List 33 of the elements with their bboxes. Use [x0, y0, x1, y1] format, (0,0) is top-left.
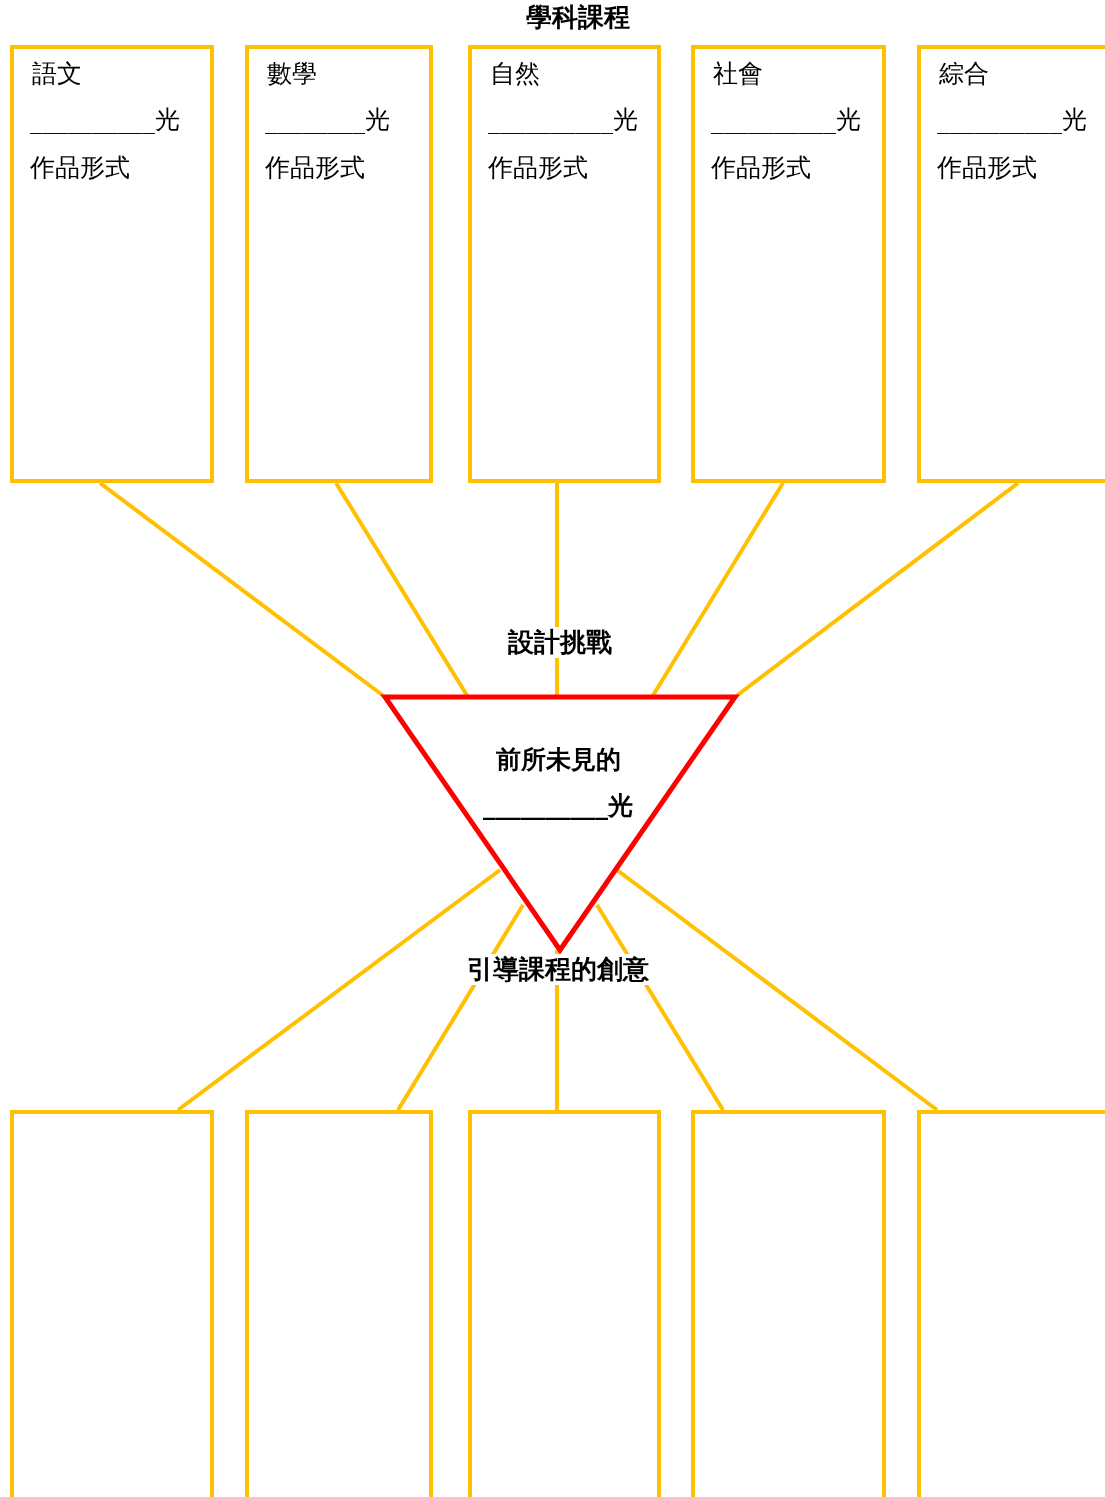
- prompt-text: 作品形式: [711, 153, 811, 183]
- center-heading: 前所未見的: [495, 745, 621, 775]
- empty-box: [10, 1110, 214, 1497]
- subject-box: [468, 45, 661, 483]
- empty-box: [468, 1110, 661, 1497]
- subject-box: [10, 45, 214, 483]
- fill-in-prompt: __________光: [711, 105, 861, 135]
- fill-in-prompt: ________光: [265, 105, 390, 135]
- connector-line: [176, 868, 502, 1112]
- empty-box: [691, 1110, 886, 1497]
- section-label: 引導課程的創意: [465, 954, 651, 986]
- connector-line: [615, 868, 939, 1112]
- subject-label: 語文: [32, 59, 82, 89]
- subject-label: 綜合: [939, 59, 989, 89]
- fill-in-prompt: __________光: [30, 105, 180, 135]
- fill-in-prompt: __________光: [483, 791, 633, 821]
- subject-box: [691, 45, 886, 483]
- empty-box: [917, 1110, 1105, 1497]
- subject-box: [245, 45, 433, 483]
- subject-box: [917, 45, 1105, 483]
- subject-label: 自然: [490, 59, 540, 89]
- subject-label: 數學: [267, 59, 317, 89]
- connector-line: [98, 481, 387, 699]
- prompt-text: 作品形式: [937, 153, 1037, 183]
- subject-label: 社會: [713, 59, 763, 89]
- fill-in-prompt: __________光: [937, 105, 1087, 135]
- prompt-text: 作品形式: [265, 153, 365, 183]
- prompt-text: 作品形式: [488, 153, 588, 183]
- empty-box: [245, 1110, 433, 1497]
- section-heading: 設計挑戰: [506, 627, 614, 659]
- prompt-text: 作品形式: [30, 153, 130, 183]
- connector-line: [733, 481, 1020, 699]
- fill-in-prompt: __________光: [488, 105, 638, 135]
